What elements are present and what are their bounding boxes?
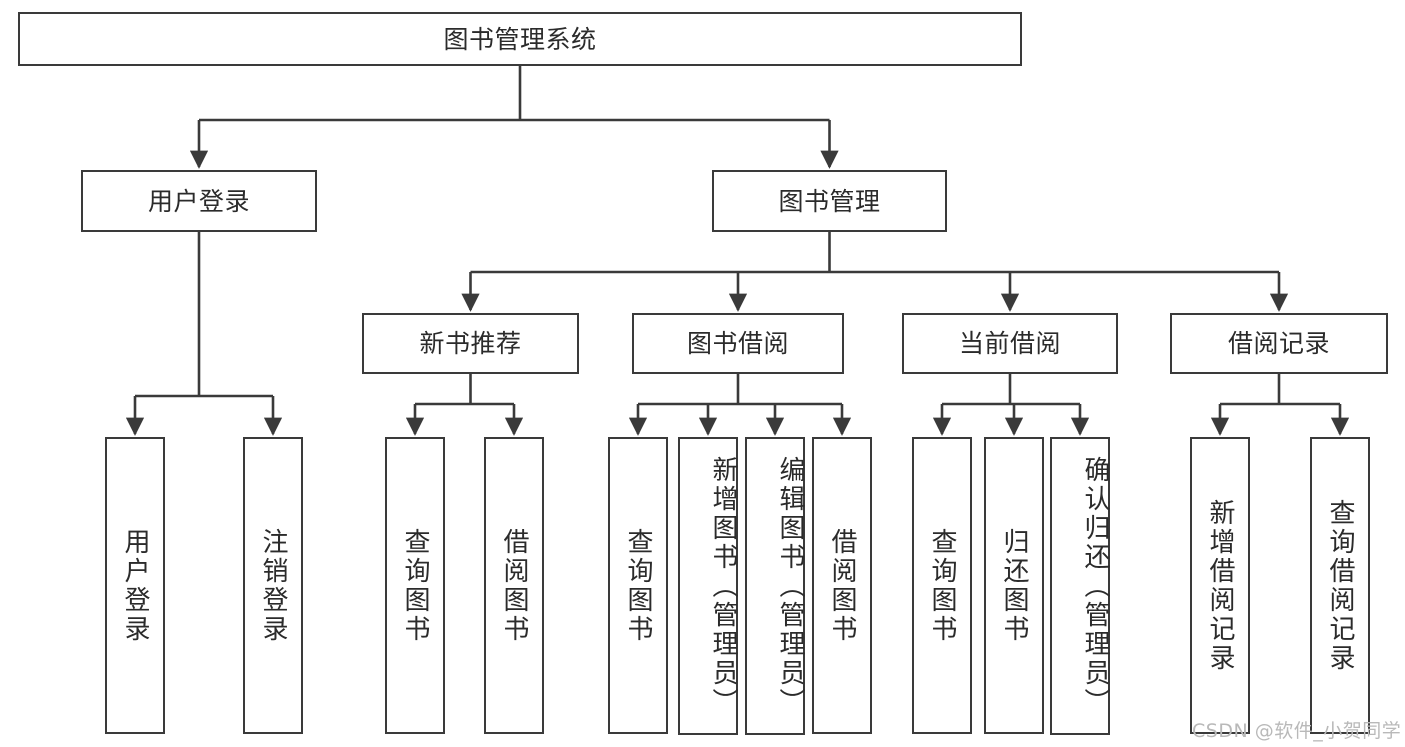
- node-new-book-recommend[interactable]: 新书推荐: [362, 313, 579, 374]
- leaf-query-borrow-record[interactable]: 查询借阅记录: [1310, 437, 1370, 734]
- node-book-manage[interactable]: 图书管理: [712, 170, 947, 232]
- leaf-return-book[interactable]: 归还图书: [984, 437, 1044, 734]
- node-current-borrow[interactable]: 当前借阅: [902, 313, 1118, 374]
- node-borrow-record[interactable]: 借阅记录: [1170, 313, 1388, 374]
- leaf-query-book-recommend[interactable]: 查询图书: [385, 437, 445, 734]
- leaf-confirm-return-admin[interactable]: 确认归还（管理员）: [1050, 437, 1110, 735]
- leaf-query-book-borrow[interactable]: 查询图书: [608, 437, 668, 734]
- node-book-borrow[interactable]: 图书借阅: [632, 313, 844, 374]
- node-user-login[interactable]: 用户登录: [81, 170, 317, 232]
- leaf-edit-book-admin[interactable]: 编辑图书（管理员）: [745, 437, 805, 735]
- leaf-add-book-admin[interactable]: 新增图书（管理员）: [678, 437, 738, 735]
- node-root[interactable]: 图书管理系统: [18, 12, 1022, 66]
- leaf-borrow-book-recommend[interactable]: 借阅图书: [484, 437, 544, 734]
- leaf-borrow-book[interactable]: 借阅图书: [812, 437, 872, 734]
- csdn-watermark: CSDN @软件_小贺同学: [1192, 720, 1402, 742]
- leaf-user-login[interactable]: 用户登录: [105, 437, 165, 734]
- leaf-logout[interactable]: 注销登录: [243, 437, 303, 734]
- leaf-add-borrow-record[interactable]: 新增借阅记录: [1190, 437, 1250, 734]
- leaf-query-book-current[interactable]: 查询图书: [912, 437, 972, 734]
